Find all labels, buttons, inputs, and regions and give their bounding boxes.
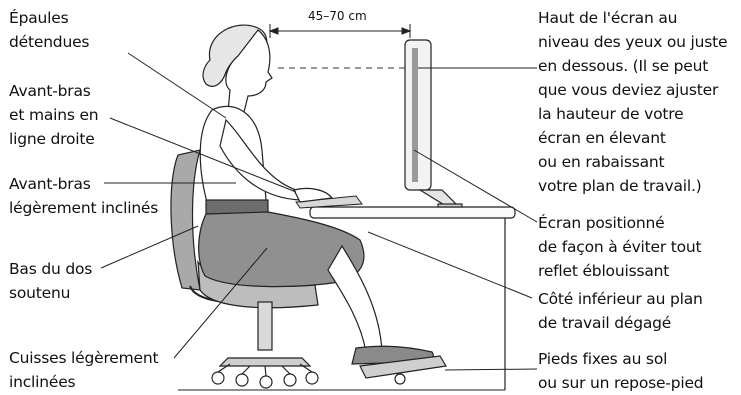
label-line: en dessous. (Il se peut: [538, 57, 709, 75]
label-line: votre plan de travail.): [538, 177, 702, 195]
label-line: écran en élevant: [538, 129, 666, 147]
label-line: et mains en: [9, 106, 99, 124]
label-line: niveau des yeux ou juste: [538, 33, 728, 51]
label-shoulders: Épaules détendues: [9, 6, 89, 54]
chair: [170, 149, 319, 389]
keyboard: [295, 195, 363, 209]
label-screen-glare: Écran positionné de façon à éviter tout …: [538, 211, 702, 283]
label-lower-back: Bas du dos soutenu: [9, 257, 92, 305]
label-line: de façon à éviter tout: [538, 238, 702, 256]
label-line: soutenu: [9, 284, 71, 302]
label-line: détendues: [9, 33, 90, 51]
person: [198, 24, 447, 385]
label-forearms-straight: Avant-bras et mains en ligne droite: [9, 79, 99, 151]
label-line: ligne droite: [9, 130, 95, 148]
label-line: Avant-bras: [9, 82, 91, 100]
label-line: que vous deviez ajuster: [538, 81, 719, 99]
label-line: reflet éblouissant: [538, 262, 670, 280]
label-line: la hauteur de votre: [538, 105, 684, 123]
label-screen-height: Haut de l'écran au niveau des yeux ou ju…: [538, 6, 728, 198]
distance-dimension-line: [268, 24, 412, 38]
label-line: Écran positionné: [538, 214, 665, 232]
label-line: ou en rabaissant: [538, 153, 665, 171]
distance-label: 45–70 cm: [308, 9, 367, 23]
label-line: légèrement inclinés: [9, 199, 159, 217]
label-line: inclinées: [9, 373, 76, 391]
label-line: de travail dégagé: [538, 314, 672, 332]
label-desk-clearance: Côté inférieur au plan de travail dégagé: [538, 287, 703, 335]
label-line: Côté inférieur au plan: [538, 290, 703, 308]
monitor: [404, 39, 463, 208]
label-feet: Pieds fixes au sol ou sur un repose-pied: [538, 347, 704, 395]
desk: [309, 206, 516, 390]
label-forearms-inclined: Avant-bras légèrement inclinés: [9, 172, 158, 220]
label-thighs: Cuisses légèrement inclinées: [9, 346, 159, 394]
label-line: Haut de l'écran au: [538, 9, 678, 27]
label-line: Épaules: [9, 9, 69, 27]
label-line: Avant-bras: [9, 175, 91, 193]
label-line: Bas du dos: [9, 260, 93, 278]
leader-lines: [100, 52, 538, 371]
label-line: Cuisses légèrement: [9, 349, 159, 367]
label-line: Pieds fixes au sol: [538, 350, 668, 368]
label-line: ou sur un repose-pied: [538, 374, 704, 392]
